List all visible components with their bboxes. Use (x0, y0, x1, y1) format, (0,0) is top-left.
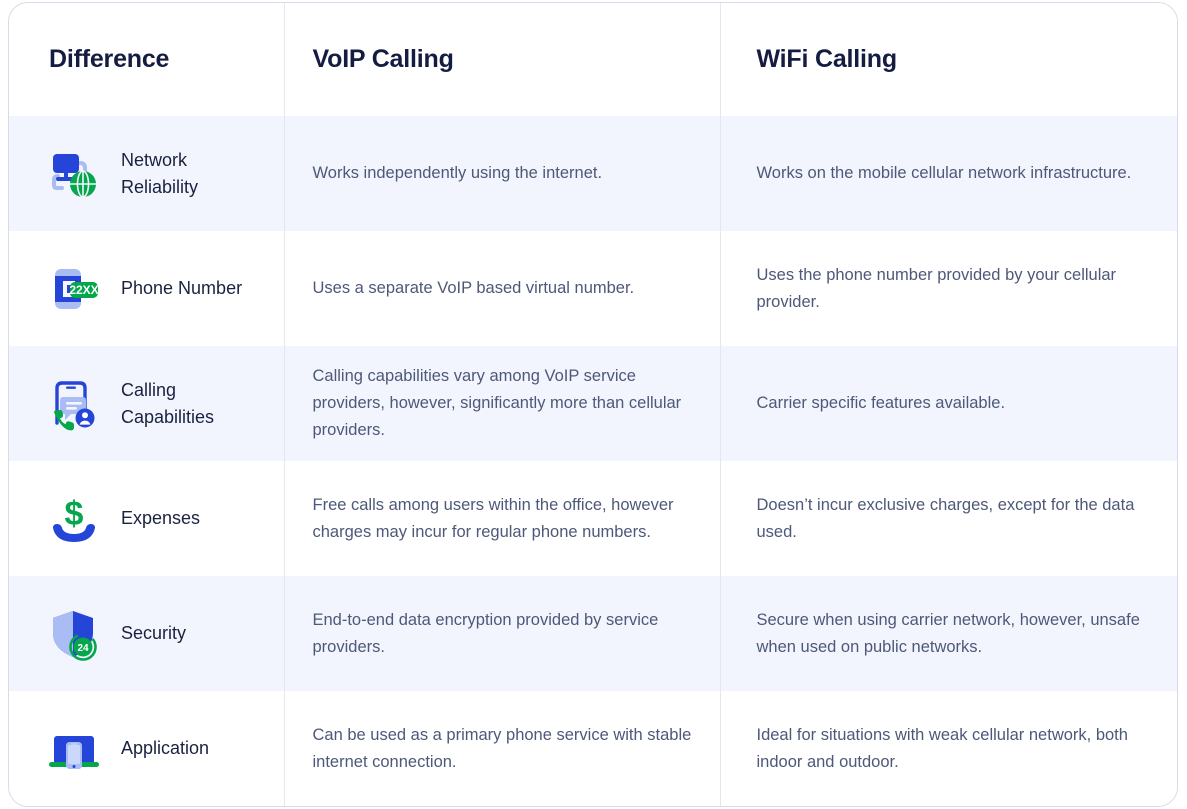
wifi-text: Carrier specific features available. (756, 394, 1006, 413)
network-globe-icon (45, 145, 103, 203)
column-header-voip-calling: VoIP Calling (284, 3, 721, 116)
wifi-text: Doesn’t incur exclusive charges, except … (756, 495, 1135, 541)
table-row: Calling Capabilities Calling capabilitie… (9, 346, 1177, 461)
voip-text: Calling capabilities vary among VoIP ser… (312, 367, 682, 439)
wifi-text: Ideal for situations with weak cellular … (756, 725, 1128, 771)
difference-cell: Network Reliability (9, 116, 285, 231)
voip-text: End-to-end data encryption provided by s… (312, 610, 659, 656)
voip-text: Free calls among users within the office… (312, 495, 674, 541)
wifi-cell: Doesn’t incur exclusive charges, except … (720, 461, 1177, 576)
table-body: Network Reliability Works independently … (9, 116, 1177, 806)
voip-cell: End-to-end data encryption provided by s… (284, 576, 721, 691)
wifi-cell: Uses the phone number provided by your c… (720, 231, 1177, 346)
difference-label: Calling Capabilities (121, 380, 215, 427)
wifi-cell: Secure when using carrier network, howev… (720, 576, 1177, 691)
voip-cell: Works independently using the internet. (284, 116, 721, 231)
voip-text: Can be used as a primary phone service w… (312, 725, 692, 771)
table-header: Difference VoIP Calling WiFi Calling (9, 3, 1177, 116)
difference-label: Application (121, 738, 210, 759)
wifi-cell: Works on the mobile cellular network inf… (720, 116, 1177, 231)
wifi-cell: Carrier specific features available. (720, 346, 1177, 461)
difference-cell: 22XX Phone Number (9, 231, 285, 346)
table-row: Application Can be used as a primary pho… (9, 691, 1177, 806)
difference-label: Expenses (121, 508, 201, 529)
difference-cell: Application (9, 691, 285, 806)
table-row: Network Reliability Works independently … (9, 116, 1177, 231)
voip-text: Uses a separate VoIP based virtual numbe… (312, 279, 635, 298)
wifi-text: Uses the phone number provided by your c… (756, 265, 1117, 311)
table-row: $ Expenses Free calls among users within… (9, 461, 1177, 576)
comparison-table-container: Difference VoIP Calling WiFi Calling (8, 2, 1178, 807)
difference-cell: $ Expenses (9, 461, 285, 576)
svg-text:$: $ (65, 495, 84, 533)
wifi-text: Secure when using carrier network, howev… (756, 610, 1140, 656)
security-badge-text: 24 (77, 643, 89, 654)
voip-cell: Uses a separate VoIP based virtual numbe… (284, 231, 721, 346)
phone-number-badge-icon: 22XX (45, 260, 103, 318)
difference-label: Network Reliability (121, 150, 199, 197)
difference-cell: 24 Security (9, 576, 285, 691)
table-header-row: Difference VoIP Calling WiFi Calling (9, 3, 1177, 116)
difference-label: Security (121, 623, 187, 644)
phone-number-badge-text: 22XX (69, 283, 98, 297)
voip-cell: Can be used as a primary phone service w… (284, 691, 721, 806)
column-header-wifi-calling: WiFi Calling (720, 3, 1177, 116)
wifi-cell: Ideal for situations with weak cellular … (720, 691, 1177, 806)
calling-capabilities-icon (45, 375, 103, 433)
dollar-handset-icon: $ (45, 490, 103, 548)
comparison-table: Difference VoIP Calling WiFi Calling (9, 3, 1177, 806)
shield-24-icon: 24 (45, 605, 103, 663)
wifi-text: Works on the mobile cellular network inf… (756, 164, 1132, 183)
difference-cell: Calling Capabilities (9, 346, 285, 461)
table-row: 22XX Phone Number Uses a separate VoIP b… (9, 231, 1177, 346)
laptop-phone-icon (45, 720, 103, 778)
column-header-difference: Difference (9, 3, 285, 116)
difference-label: Phone Number (121, 278, 243, 299)
voip-cell: Calling capabilities vary among VoIP ser… (284, 346, 721, 461)
voip-text: Works independently using the internet. (312, 164, 603, 183)
voip-cell: Free calls among users within the office… (284, 461, 721, 576)
table-row: 24 Security End-to-end data encryption p… (9, 576, 1177, 691)
